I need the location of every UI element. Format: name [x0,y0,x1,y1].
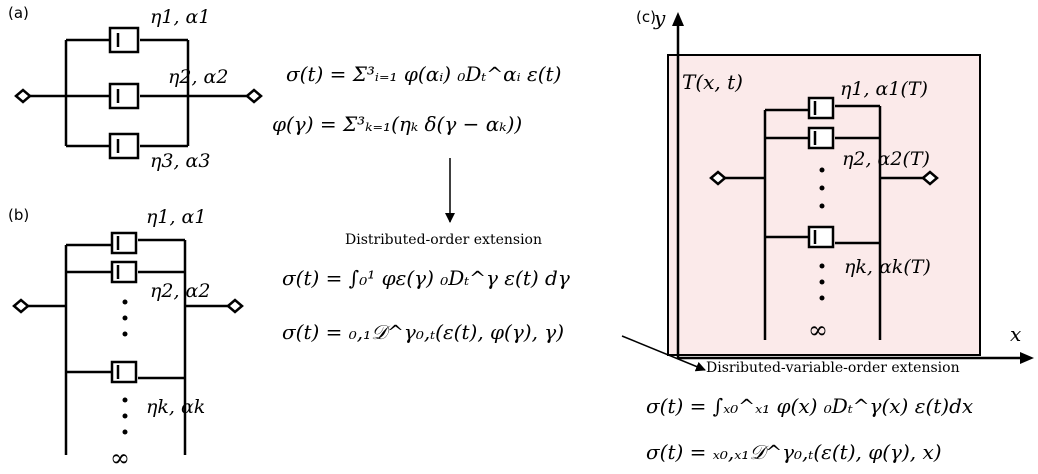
equation-stress-variable-operator: σ(t) = ₓ₀,ₓ₁𝒟^γ₀,ₜ(ε(t), φ(γ), x) [646,440,942,464]
panel-a-label-1: η1, α1 [150,6,211,28]
panel-c-axes [672,12,1034,364]
panel-c-tag: (c) [636,8,656,26]
panel-b-tag: (b) [8,206,30,224]
panel-a-tag: (a) [8,4,29,22]
axis-x-label: x [1010,322,1022,346]
panel-b-infinity: ∞ [110,444,130,472]
arrows [445,158,706,372]
panel-b-label-k: ηk, αk [146,396,206,418]
panel-a-circuit [14,26,263,160]
panel-c-dots [819,167,825,301]
equation-phi-discrete: φ(γ) = Σ³ₖ₌₁(ηₖ δ(γ − αₖ)) [272,112,523,136]
field-label: T(x, t) [682,70,743,94]
equation-stress-variable: σ(t) = ∫ₓ₀^ₓ₁ φ(x) ₀Dₜ^γ(x) ε(t)dx [646,394,974,418]
annotation-distributed-variable-order: Disributed-variable-order extension [706,360,960,376]
panel-c-label-k: ηk, αk(T) [844,256,931,278]
equation-stress-operator: σ(t) = ₀,₁𝒟^γ₀,ₜ(ε(t), φ(γ), γ) [282,320,565,344]
panel-b-label-1: η1, α1 [146,206,207,228]
panel-a-label-2: η2, α2 [168,66,229,88]
panel-c-infinity: ∞ [808,316,828,344]
panel-b-label-2: η2, α2 [150,280,211,302]
panel-b-dots [122,299,128,435]
equation-stress-discrete: σ(t) = Σ³ᵢ₌₁ φ(αᵢ) ₀Dₜ^αᵢ ε(t) [286,62,562,86]
panel-b-circuit [12,231,244,455]
annotation-distributed-order: Distributed-order extension [345,232,542,248]
panel-c-label-1: η1, α1(T) [840,78,928,100]
equation-stress-distributed: σ(t) = ∫₀¹ φε(γ) ₀Dₜ^γ ε(t) dγ [282,266,570,290]
axis-y-label: y [654,6,666,30]
panel-c-label-2: η2, α2(T) [842,148,930,170]
panel-a-label-3: η3, α3 [150,150,211,172]
panel-c-circuit [709,96,939,340]
